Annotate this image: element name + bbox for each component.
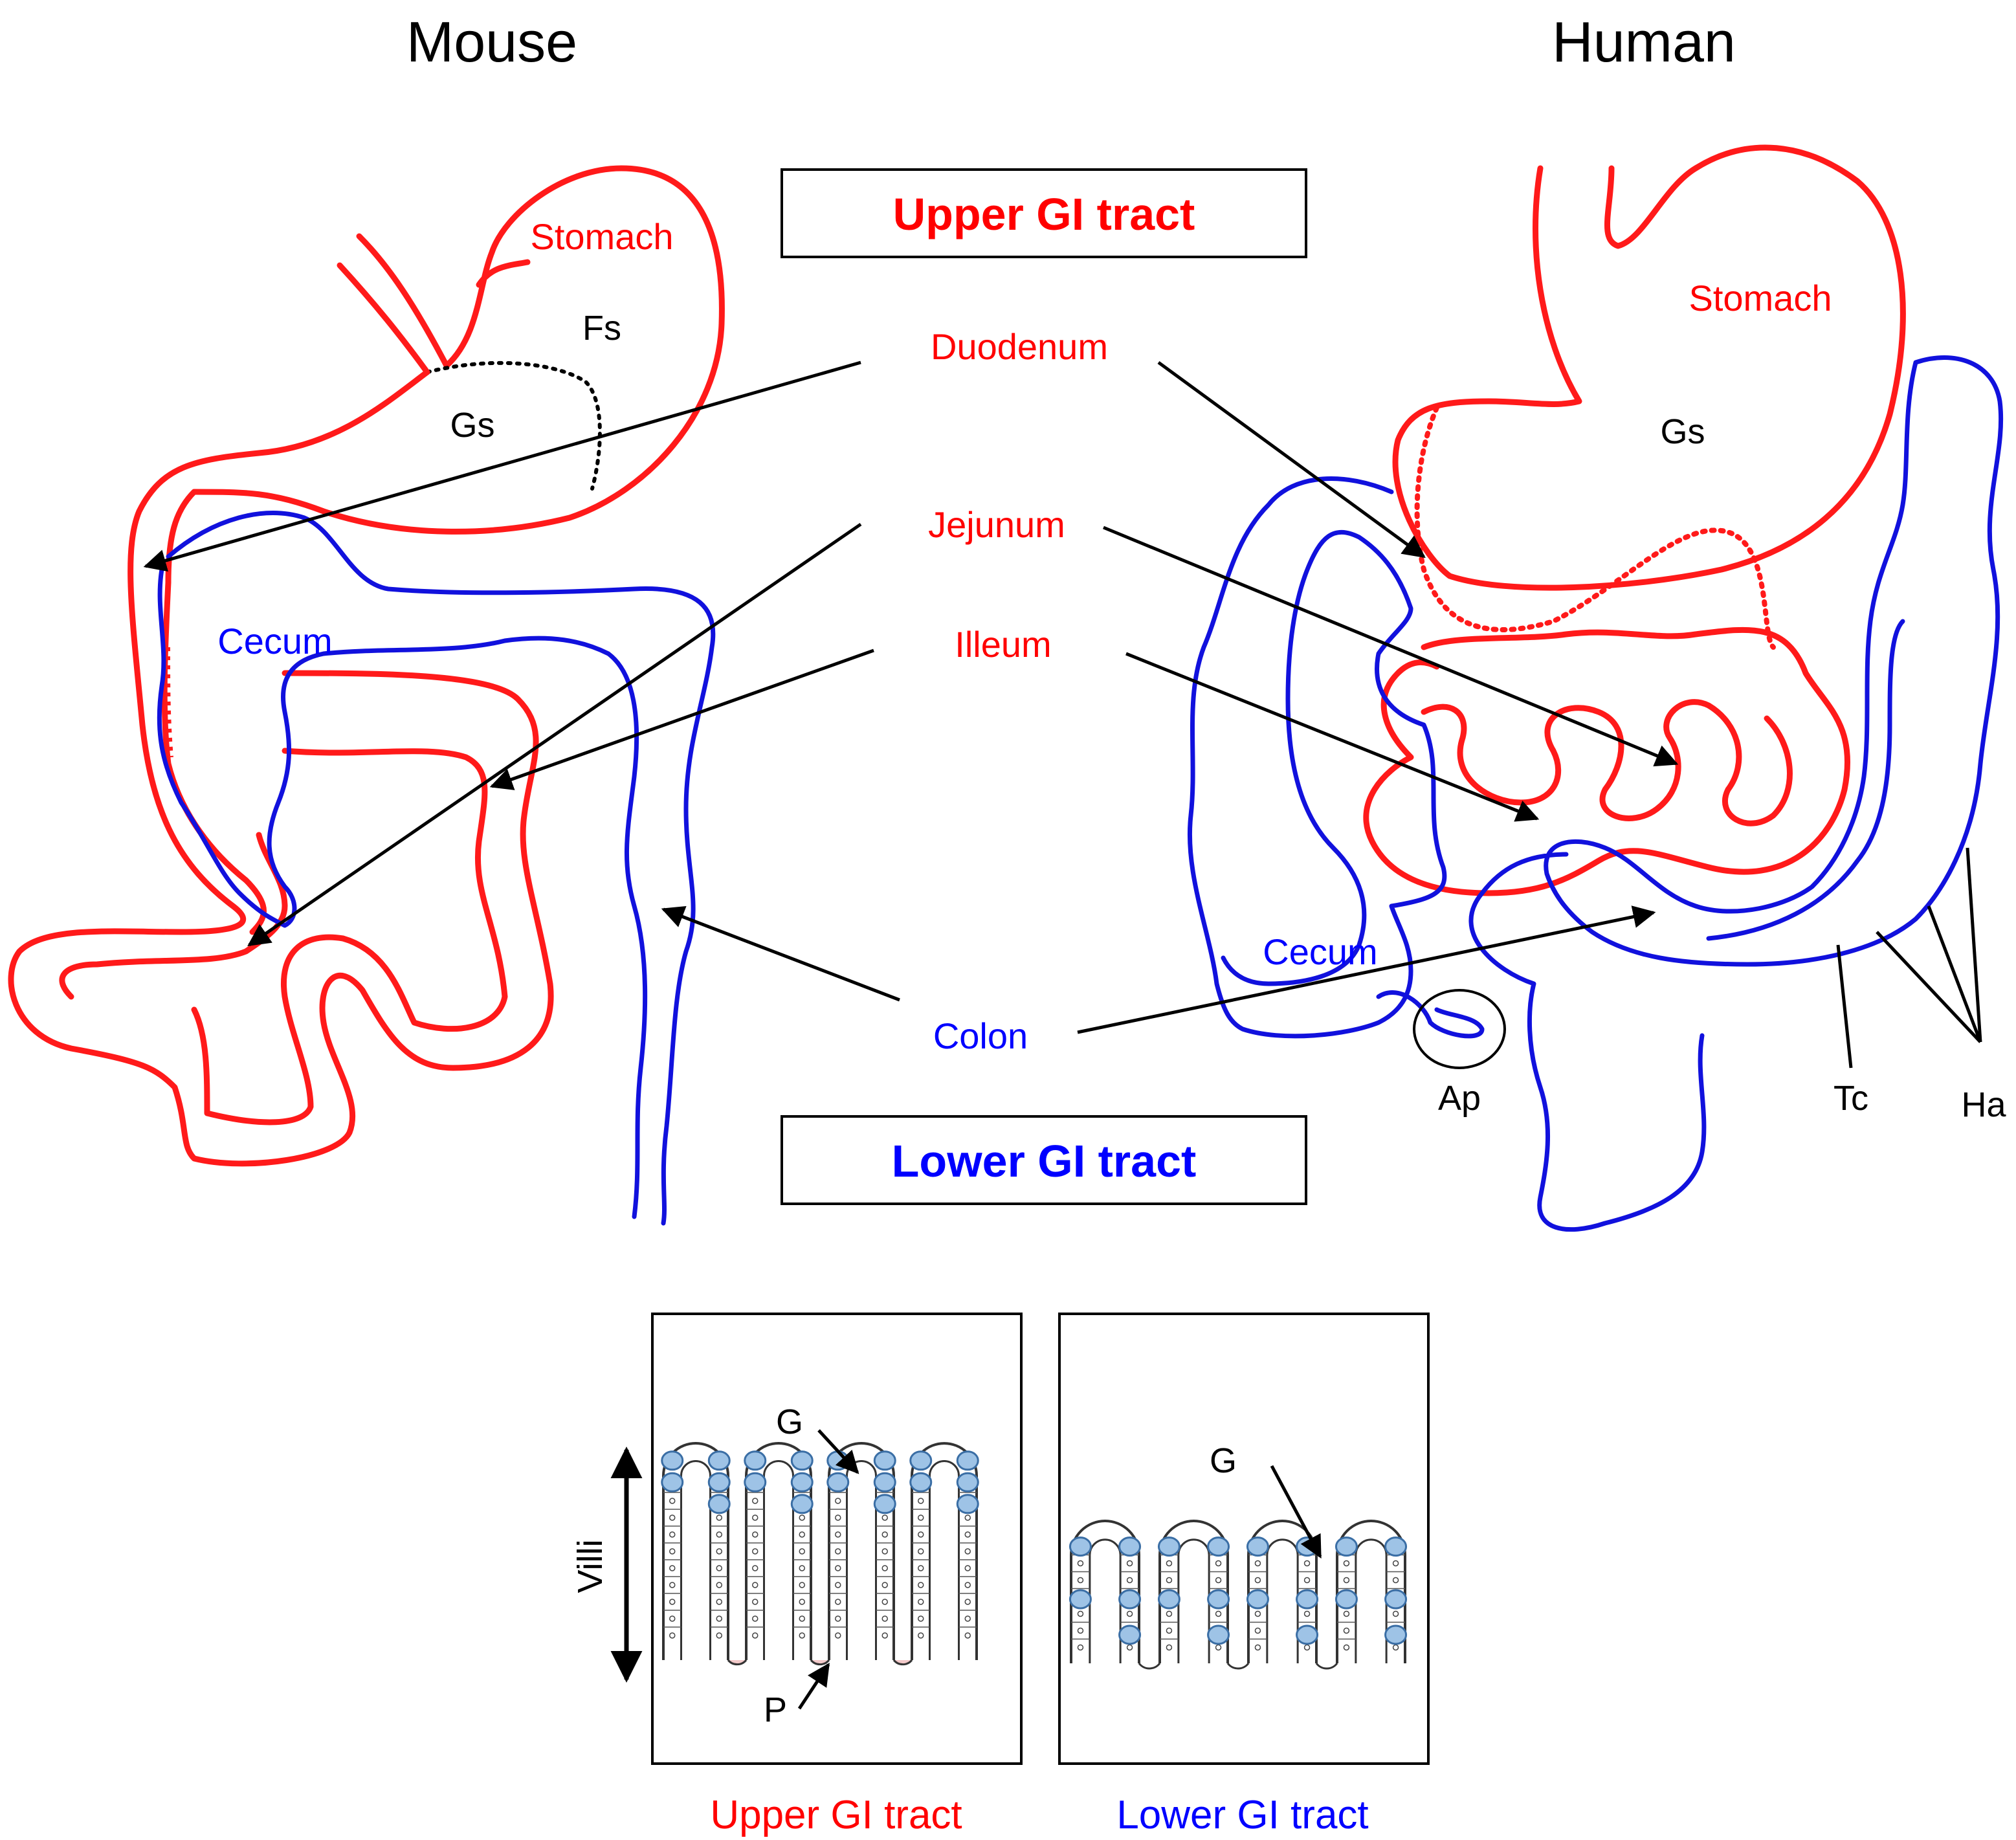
human-cecum-label: Cecum — [1263, 931, 1377, 972]
human-ap-label: Ap — [1438, 1079, 1481, 1118]
villi-section: Villi G P Upper GI tract G Lower GI trac… — [571, 1313, 1430, 1837]
mouse-esophagus — [337, 233, 450, 375]
crypt — [892, 1659, 913, 1666]
human-ha-label: Ha — [1961, 1085, 2006, 1124]
upper-gi-box: Upper GI tract — [781, 168, 1307, 258]
duodenum-label: Duodenum — [931, 326, 1108, 367]
mouse-small-intestine-outer — [8, 369, 554, 1167]
villus — [1246, 1520, 1319, 1663]
upper-goblet-label: G — [776, 1402, 803, 1441]
mouse-stomach-label: Stomach — [531, 216, 674, 257]
lower-villi-panel: G — [1058, 1313, 1430, 1765]
human-appendix-circle — [1413, 989, 1506, 1069]
human-small-intestine — [1363, 626, 1850, 896]
upper-villi-caption: Upper GI tract — [710, 1793, 962, 1837]
upper-gi-box-label: Upper GI tract — [893, 189, 1195, 239]
lower-villi-caption: Lower GI tract — [1116, 1793, 1368, 1837]
mouse-title: Mouse — [406, 10, 577, 74]
lower-gi-box-label: Lower GI tract — [892, 1136, 1197, 1186]
mouse-gs-label: Gs — [450, 406, 494, 445]
mouse-gi-tract: Stomach Fs Gs Cecum — [8, 165, 725, 1226]
villus — [1335, 1520, 1408, 1663]
villus — [909, 1442, 979, 1660]
mouse-small-intestine-inner — [59, 489, 508, 1125]
human-gi-tract: Stomach Gs Cecum Ap Tc Ha — [1187, 144, 2006, 1232]
human-appendix — [1376, 990, 1485, 1039]
upper-villi-panel: G P — [651, 1313, 1023, 1765]
lower-gi-box: Lower GI tract — [781, 1115, 1307, 1205]
crypt — [1138, 1663, 1161, 1670]
villus — [744, 1442, 814, 1660]
villi-axis-label: Villi — [571, 1539, 610, 1593]
mouse-fs-label: Fs — [582, 309, 621, 348]
villus — [661, 1442, 731, 1660]
upper-paneth-label: P — [764, 1690, 787, 1729]
villus — [1157, 1520, 1230, 1663]
human-stomach — [1392, 144, 1906, 591]
crypt — [1315, 1663, 1338, 1670]
ileum-label: Illeum — [955, 624, 1051, 665]
pointer-arrows — [143, 360, 1679, 1034]
jejunum-label: Jejunum — [928, 504, 1065, 545]
crypt — [1226, 1663, 1250, 1670]
colon-label: Colon — [933, 1015, 1028, 1056]
human-title: Human — [1552, 10, 1736, 74]
villus — [1069, 1520, 1142, 1663]
human-tc-label: Tc — [1833, 1079, 1868, 1118]
mouse-cecum-label: Cecum — [217, 621, 332, 661]
human-gs-label: Gs — [1660, 412, 1705, 451]
human-colon — [1187, 355, 2004, 1232]
mouse-stomach — [191, 165, 725, 535]
mouse-cecum — [166, 511, 716, 1226]
lower-goblet-label: G — [1210, 1441, 1237, 1480]
human-stomach-label: Stomach — [1689, 278, 1832, 318]
villus — [826, 1442, 896, 1660]
crypt — [727, 1659, 748, 1666]
